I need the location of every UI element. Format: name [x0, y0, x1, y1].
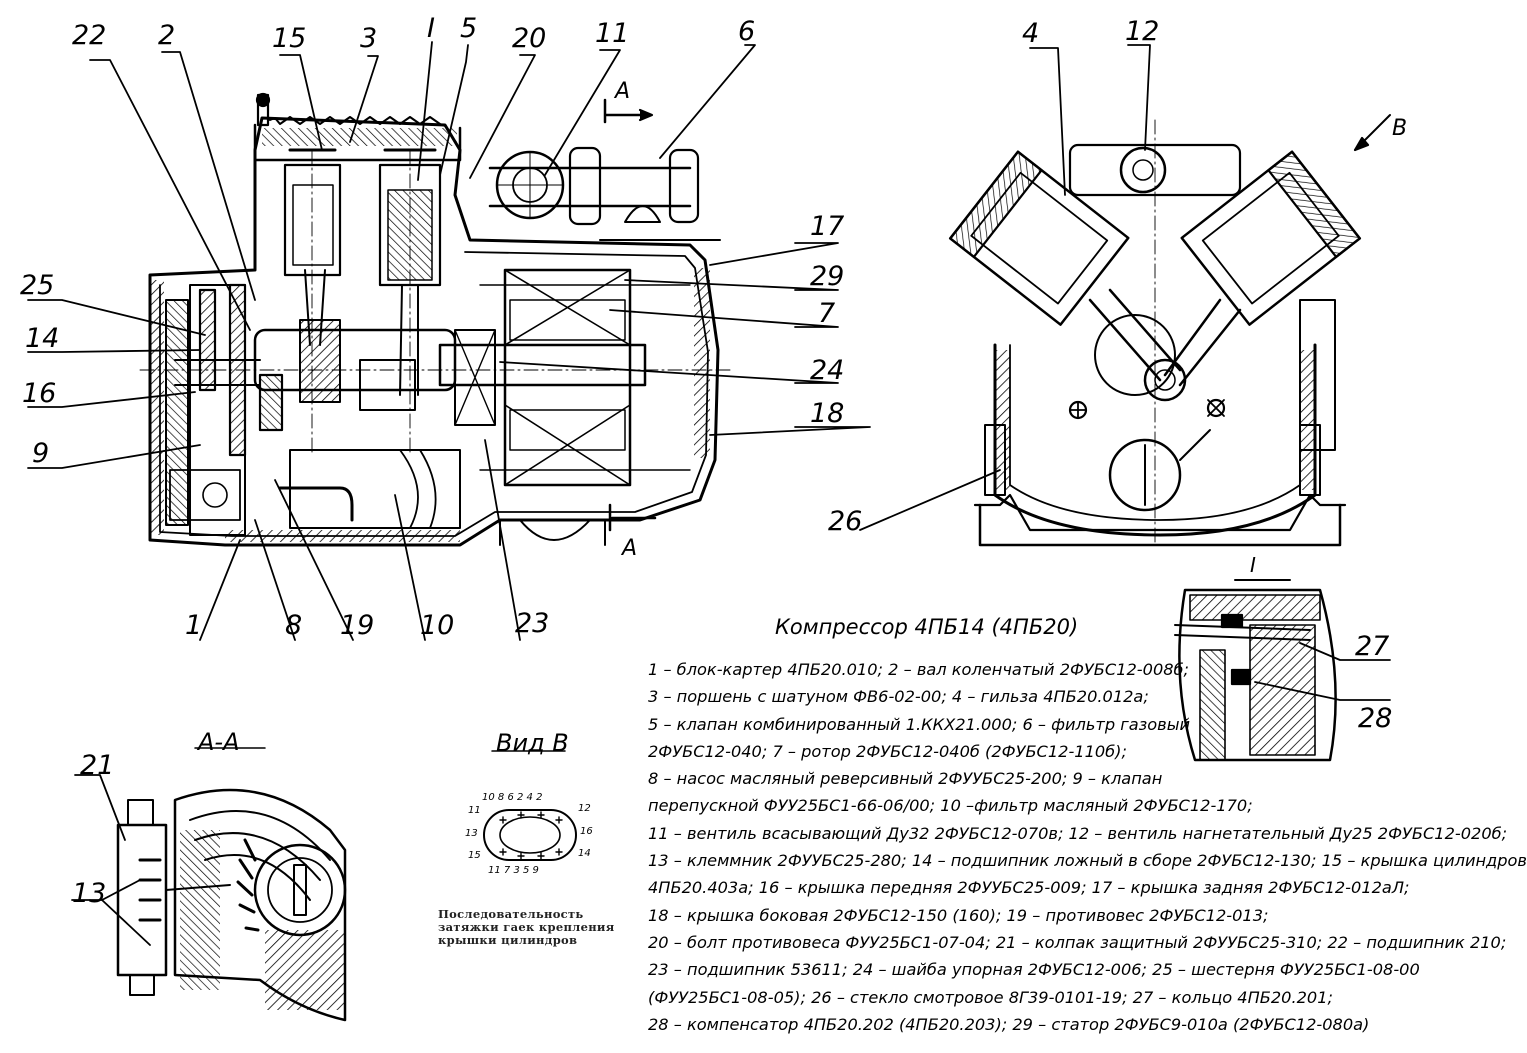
callout-4: 4: [1022, 18, 1040, 49]
legend-line: 2ФУБС12-040; 7 – ротор 2ФУБС12-040б (2ФУ…: [648, 741, 1127, 761]
leader-lines-end-view: [859, 44, 1151, 531]
bolt-note-line-2: затяжки гаек крепления: [438, 920, 615, 934]
bolt-note-line-1: Последовательность: [438, 907, 584, 921]
callout-5: 5: [460, 13, 478, 44]
legend-line: перепускной ФУУ25БС1-66-06/00; 10 –фильт…: [648, 796, 1253, 816]
view-b-left-number-1: 11: [468, 805, 481, 816]
view-b-right-number-3: 14: [578, 848, 591, 859]
callout-7: 7: [818, 298, 836, 329]
callout-23: 23: [515, 608, 550, 639]
view-b-label: Вид В: [496, 729, 569, 757]
section-mark-a-bottom: A: [622, 536, 638, 561]
callout-11: 11: [595, 18, 630, 49]
legend-line: (ФУУ25БС1-08-05); 26 – стекло смотровое …: [648, 987, 1333, 1007]
callout-26: 26: [828, 506, 863, 537]
leader-lines-main: [27, 41, 871, 641]
view-b-top-numbers: 10 8 6 2 4 2: [482, 792, 543, 803]
legend-line: 8 – насос масляный реверсивный 2ФУУБС25-…: [648, 769, 1163, 789]
view-b-left-number-3: 15: [468, 850, 481, 861]
callout-6: 6: [738, 16, 756, 47]
callout-19: 19: [340, 610, 375, 641]
callout-16: 16: [22, 378, 57, 409]
callout-15: 15: [272, 23, 307, 54]
callout-29: 29: [810, 261, 845, 292]
view-mark-b: B: [1392, 116, 1408, 141]
callout-25: 25: [20, 270, 55, 301]
callout-12: 12: [1125, 16, 1160, 47]
legend-line: 28 – компенсатор 4ПБ20.202 (4ПБ20.203); …: [648, 1014, 1370, 1034]
section-aa-label: А-А: [198, 728, 240, 756]
view-b-right-number-2: 16: [580, 826, 593, 837]
legend-line: 3 – поршень с шатуном ФВ6-02-00; 4 – гил…: [648, 687, 1149, 707]
section-aa-view: [116, 788, 347, 1022]
callout-20: 20: [512, 23, 547, 54]
callout-i: I: [427, 13, 435, 44]
legend-line: 23 – подшипник 53611; 24 – шайба упорная…: [648, 960, 1420, 980]
view-b-left-number-2: 13: [465, 828, 478, 839]
view-b-bottom-numbers: 11 7 3 5 9: [488, 865, 539, 876]
callout-10: 10: [420, 610, 455, 641]
detail-i-view: [1174, 579, 1391, 762]
main-section-view: [139, 92, 731, 547]
bolt-note-line-3: крышки цилиндров: [438, 933, 578, 947]
legend-line: 4ПБ20.403а; 16 – крышка передняя 2ФУУБС2…: [648, 878, 1410, 898]
callout-18: 18: [810, 398, 845, 429]
callout-24: 24: [810, 355, 845, 386]
legend-line: 13 – клеммник 2ФУУБС25-280; 14 – подшипн…: [648, 851, 1527, 871]
callout-14: 14: [25, 323, 60, 354]
drawing-title: Компрессор 4ПБ14 (4ПБ20): [775, 615, 1079, 639]
callout-9: 9: [32, 438, 50, 469]
legend-line: 20 – болт противовеса ФУУ25БС1-07-04; 21…: [648, 932, 1507, 952]
callout-17: 17: [810, 211, 845, 242]
legend-line: 18 – крышка боковая 2ФУБС12-150 (160); 1…: [648, 905, 1269, 925]
callout-1: 1: [185, 610, 203, 641]
end-view: [948, 114, 1391, 547]
detail-i-label: I: [1250, 553, 1256, 577]
section-mark-a-top: A: [615, 79, 631, 104]
view-b-right-number-1: 12: [578, 803, 591, 814]
callout-27: 27: [1355, 631, 1390, 662]
view-b-diagram: [483, 750, 577, 861]
callout-21: 21: [80, 750, 115, 781]
callout-3: 3: [360, 23, 378, 54]
leader-lines-section-aa: [71, 747, 266, 946]
bolt-tightening-note: Последовательность затяжки гаек креплени…: [438, 908, 615, 947]
parts-legend: 1 – блок-картер 4ПБ20.010; 2 – вал колен…: [648, 656, 1527, 1038]
callout-22: 22: [72, 20, 107, 51]
legend-line: 1 – блок-картер 4ПБ20.010; 2 – вал колен…: [648, 660, 1189, 679]
legend-line: 11 – вентиль всасывающий Ду32 2ФУБС12-07…: [648, 823, 1508, 843]
callout-8: 8: [285, 610, 303, 641]
callout-2: 2: [158, 20, 176, 51]
callout-28: 28: [1358, 703, 1393, 734]
callout-13: 13: [72, 878, 107, 909]
legend-line: 5 – клапан комбинированный 1.ККХ21.000; …: [648, 714, 1191, 734]
